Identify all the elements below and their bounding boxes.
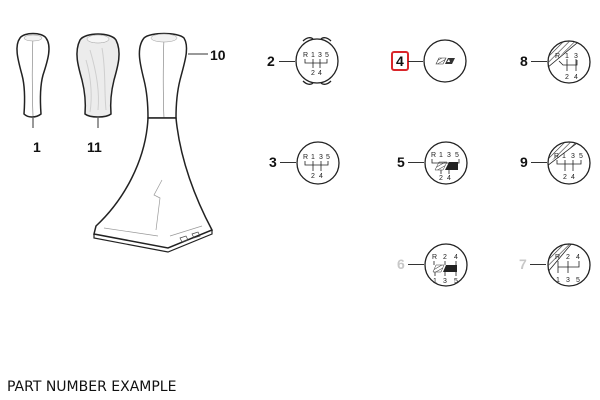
svg-text:5: 5 bbox=[576, 277, 580, 284]
part-number-example-caption: PART NUMBER EXAMPLE bbox=[7, 379, 177, 395]
svg-text:1: 1 bbox=[556, 277, 560, 284]
svg-text:R: R bbox=[431, 152, 436, 159]
svg-text:5: 5 bbox=[579, 153, 583, 160]
callout-part-4[interactable]: 4 bbox=[391, 51, 409, 71]
callout-part-1[interactable]: 1 bbox=[33, 139, 41, 155]
emblem-part-8[interactable]: R 1 3 5 2 4 bbox=[545, 139, 593, 187]
svg-text:4: 4 bbox=[574, 74, 578, 81]
callout-part-10[interactable]: 10 bbox=[210, 47, 226, 63]
svg-text:2: 2 bbox=[443, 254, 447, 261]
svg-text:R: R bbox=[303, 52, 308, 59]
emblem-part-4-m-logo[interactable] bbox=[422, 38, 468, 84]
svg-text:R: R bbox=[554, 153, 559, 160]
svg-text:2: 2 bbox=[565, 74, 569, 81]
svg-text:3: 3 bbox=[447, 152, 451, 159]
svg-text:1: 1 bbox=[311, 52, 315, 59]
svg-text:4: 4 bbox=[571, 174, 575, 181]
callout-part-6[interactable]: 6 bbox=[397, 256, 405, 272]
emblem-part-6[interactable]: R 2 4 1 3 5 bbox=[423, 241, 469, 289]
knob-1-drawing[interactable] bbox=[8, 30, 58, 130]
emblem-part-2[interactable]: R 1 3 5 2 4 bbox=[293, 35, 341, 87]
svg-text:1: 1 bbox=[565, 53, 569, 60]
svg-text:2: 2 bbox=[439, 175, 443, 182]
emblem-part-7[interactable]: R 1 3 2 4 bbox=[545, 37, 593, 87]
callout-part-9[interactable]: 7 bbox=[519, 256, 527, 272]
svg-text:4: 4 bbox=[576, 254, 580, 261]
knob-gaiter-10-drawing[interactable] bbox=[84, 30, 224, 255]
svg-text:4: 4 bbox=[454, 254, 458, 261]
svg-text:R: R bbox=[432, 254, 437, 261]
svg-text:2: 2 bbox=[311, 173, 315, 180]
svg-text:3: 3 bbox=[566, 277, 570, 284]
svg-text:5: 5 bbox=[326, 154, 330, 161]
emblem-part-3[interactable]: R 1 3 5 2 4 bbox=[295, 140, 341, 186]
callout-part-8[interactable]: 9 bbox=[520, 154, 528, 170]
svg-text:5: 5 bbox=[455, 152, 459, 159]
svg-text:3: 3 bbox=[443, 278, 447, 285]
svg-text:1: 1 bbox=[433, 278, 437, 285]
svg-text:1: 1 bbox=[439, 152, 443, 159]
knob-11-drawing[interactable] bbox=[70, 30, 126, 130]
svg-text:R: R bbox=[303, 154, 308, 161]
svg-text:3: 3 bbox=[318, 52, 322, 59]
callout-part-3[interactable]: 3 bbox=[269, 154, 277, 170]
callout-part-7[interactable]: 8 bbox=[520, 53, 528, 69]
svg-text:4: 4 bbox=[447, 175, 451, 182]
svg-text:2: 2 bbox=[563, 174, 567, 181]
svg-text:R: R bbox=[555, 53, 560, 60]
emblem-part-9[interactable]: R 2 4 1 3 5 bbox=[545, 240, 593, 290]
svg-text:5: 5 bbox=[325, 52, 329, 59]
svg-text:R: R bbox=[555, 254, 560, 261]
callout-part-2[interactable]: 2 bbox=[267, 53, 275, 69]
svg-text:3: 3 bbox=[319, 154, 323, 161]
svg-text:4: 4 bbox=[319, 173, 323, 180]
svg-text:3: 3 bbox=[571, 153, 575, 160]
svg-text:1: 1 bbox=[311, 154, 315, 161]
emblem-part-5[interactable]: R 1 3 5 2 4 bbox=[423, 140, 469, 186]
svg-text:4: 4 bbox=[318, 70, 322, 77]
svg-text:3: 3 bbox=[574, 53, 578, 60]
callout-part-11[interactable]: 11 bbox=[87, 139, 102, 155]
svg-text:1: 1 bbox=[562, 153, 566, 160]
svg-text:5: 5 bbox=[454, 278, 458, 285]
callout-part-5[interactable]: 5 bbox=[397, 154, 405, 170]
svg-text:2: 2 bbox=[566, 254, 570, 261]
svg-text:2: 2 bbox=[311, 70, 315, 77]
